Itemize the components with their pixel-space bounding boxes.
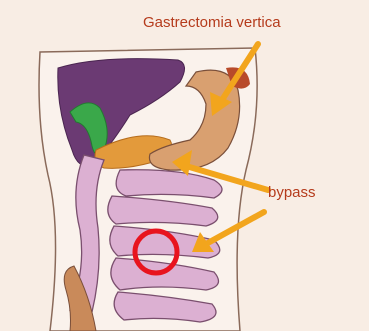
gastrectomy-label: Gastrectomia vertica [143,14,281,31]
bypass-label: bypass [268,184,316,201]
